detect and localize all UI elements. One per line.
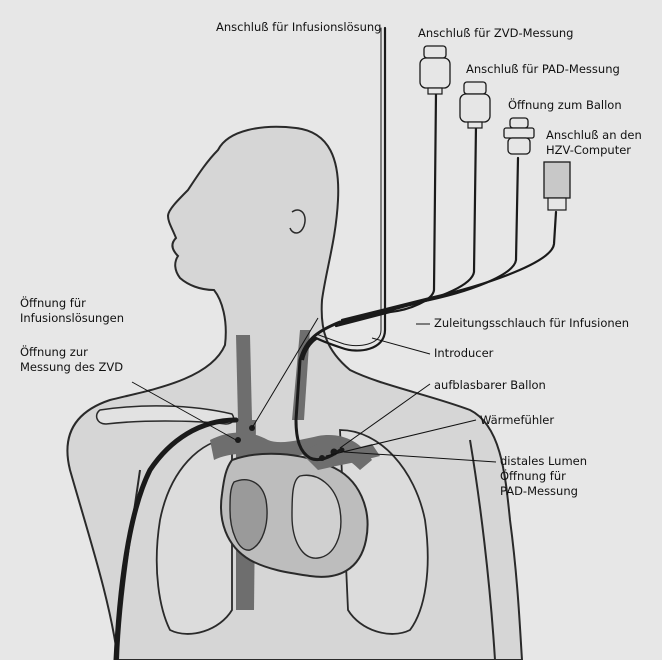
pad-port xyxy=(459,81,491,129)
thermistor-marker xyxy=(319,455,325,461)
label-balloon: aufblasbarer Ballon xyxy=(434,378,546,392)
label-distal-line3: PAD-Messung xyxy=(500,484,578,498)
zvd-port xyxy=(419,45,451,95)
label-pad-port: Anschluß für PAD-Messung xyxy=(466,62,620,76)
catheter-infusion-line-inner xyxy=(315,27,382,347)
label-distal-line1: distales Lumen xyxy=(500,454,588,468)
label-zvd-opening-line2: Messung des ZVD xyxy=(20,360,124,374)
left-lung xyxy=(155,437,233,635)
label-infusion-opening-line2: Infusionslösungen xyxy=(20,311,124,325)
right-lung xyxy=(339,429,429,635)
ear xyxy=(289,209,306,234)
label-thermistor: Wärmefühler xyxy=(480,413,555,427)
annotation-lines xyxy=(131,317,497,463)
jugular-vein xyxy=(236,335,252,420)
heart-inner-left xyxy=(229,479,268,551)
zvd-opening-marker xyxy=(235,437,241,443)
catheter-zvd-line xyxy=(334,90,438,328)
distal-lumen-marker xyxy=(339,447,345,453)
label-distal-line2: Öffnung für xyxy=(500,469,566,483)
label-zvd-port: Anschluß für ZVD-Messung xyxy=(418,26,574,40)
right-arm-line xyxy=(469,439,496,660)
hzv-connector xyxy=(543,161,571,211)
catheter-long xyxy=(113,417,239,660)
pulmonary-artery xyxy=(300,444,380,470)
label-infusion-opening-line1: Öffnung für xyxy=(20,296,86,310)
introducer-sheath xyxy=(300,336,318,361)
catheter-infusion-line xyxy=(314,26,387,352)
catheter-hzv-line xyxy=(340,210,558,322)
label-hzv-line2: HZV-Computer xyxy=(546,143,632,157)
aortic-arch xyxy=(210,432,372,470)
label-infusion-port: Anschluß für Infusionslösung xyxy=(216,20,382,34)
label-zvd-opening-line1: Öffnung zur xyxy=(20,345,88,359)
balloon-port xyxy=(503,117,535,155)
heart-inner-right xyxy=(291,474,342,559)
label-feed-tube: Zuleitungsschlauch für Infusionen xyxy=(434,316,630,330)
label-hzv-line1: Anschluß an den xyxy=(546,128,642,142)
label-introducer: Introducer xyxy=(434,346,494,360)
label-balloon-port: Öffnung zum Ballon xyxy=(508,98,622,112)
